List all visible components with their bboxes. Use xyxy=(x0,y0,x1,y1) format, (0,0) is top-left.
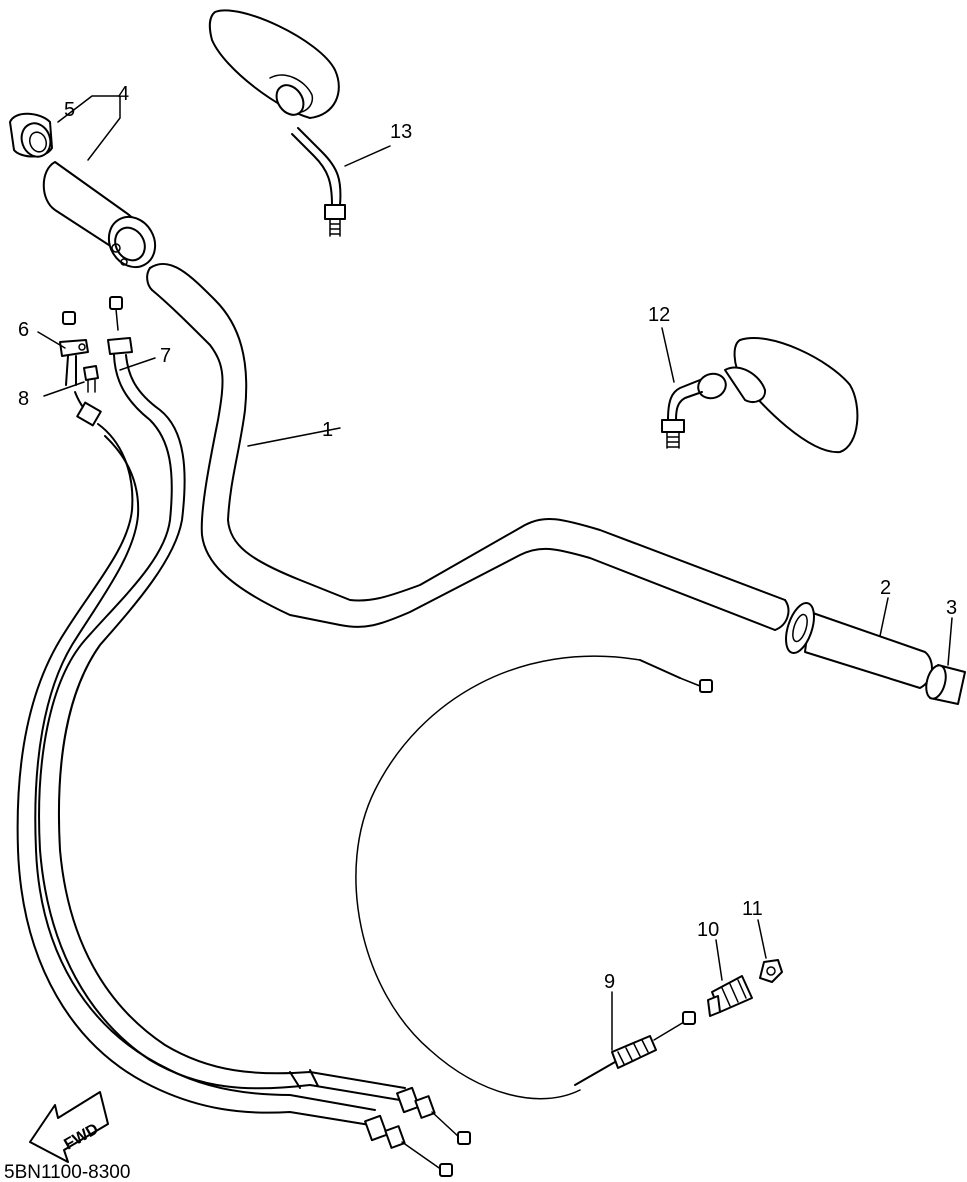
callout-13: 13 xyxy=(390,121,412,143)
clutch-cable[interactable] xyxy=(355,655,713,1100)
callout-8: 8 xyxy=(18,388,29,410)
callout-6: 6 xyxy=(18,319,29,341)
callout-9: 9 xyxy=(604,971,615,993)
grip-end-cap[interactable] xyxy=(923,663,966,705)
cable-holder[interactable] xyxy=(59,311,89,386)
callout-4: 4 xyxy=(118,83,129,105)
throttle-grip[interactable] xyxy=(42,161,164,276)
cable-adjuster[interactable] xyxy=(707,975,753,1017)
fwd-arrow-icon: FWD xyxy=(29,1091,109,1163)
throttle-cable[interactable] xyxy=(38,296,471,1145)
callout-7: 7 xyxy=(160,345,171,367)
callout-2: 2 xyxy=(880,577,891,599)
callout-10: 10 xyxy=(697,919,719,941)
right-grip[interactable] xyxy=(781,600,933,689)
callout-1: 1 xyxy=(322,419,333,441)
handlebar[interactable] xyxy=(146,262,790,631)
callout-12: 12 xyxy=(648,304,670,326)
leader-lines xyxy=(37,95,953,1051)
return-cable[interactable] xyxy=(16,391,453,1177)
rear-view-mirror-left[interactable] xyxy=(208,9,346,237)
callout-11: 11 xyxy=(742,898,763,920)
callout-3: 3 xyxy=(946,597,957,619)
bar-end-weight[interactable] xyxy=(9,112,55,161)
drawing-code: 5BN1100-8300 xyxy=(4,1162,130,1182)
lock-nut[interactable] xyxy=(759,959,783,983)
screw[interactable] xyxy=(83,365,99,393)
callout-5: 5 xyxy=(64,99,75,121)
rear-view-mirror-right[interactable] xyxy=(661,337,859,454)
callout-numbers: 1 2 3 4 5 6 7 8 9 10 11 12 13 xyxy=(18,83,957,993)
